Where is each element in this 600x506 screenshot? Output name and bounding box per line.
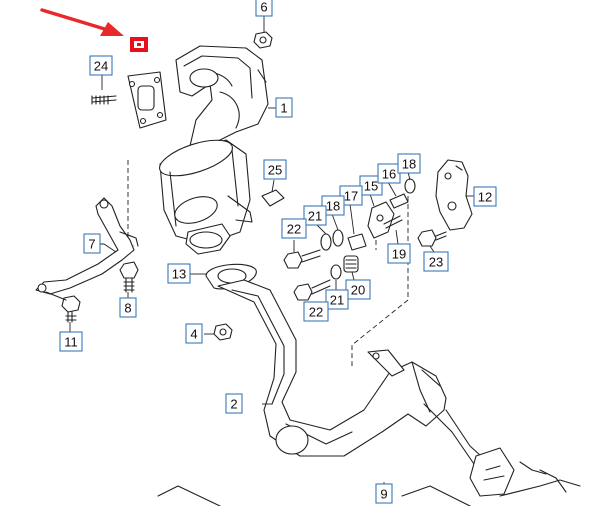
svg-text:22: 22 (287, 222, 301, 237)
callout-18-lower: 18 (321, 195, 345, 216)
callout-4: 4 (185, 323, 203, 344)
nut-4 (213, 323, 233, 341)
nut-6 (253, 31, 273, 49)
svg-text:15: 15 (364, 179, 378, 194)
svg-text:11: 11 (64, 335, 78, 350)
svg-text:9: 9 (380, 487, 387, 502)
callout-16: 16 (377, 163, 401, 184)
svg-text:2: 2 (230, 397, 237, 412)
svg-text:24: 24 (94, 59, 108, 74)
svg-text:8: 8 (124, 301, 131, 316)
callout-19: 19 (387, 243, 411, 264)
svg-text:21: 21 (308, 209, 322, 224)
svg-text:13: 13 (172, 267, 186, 282)
svg-text:4: 4 (190, 327, 197, 342)
callout-25: 25 (263, 159, 287, 180)
callout-22-upper: 22 (281, 218, 307, 239)
callout-17: 17 (339, 185, 363, 206)
front-exhaust-pipe (157, 279, 581, 506)
callout-7: 7 (83, 233, 101, 254)
callout-8: 8 (119, 297, 137, 318)
callout-21-upper: 21 (303, 205, 327, 226)
svg-text:18: 18 (326, 199, 340, 214)
bracket-12 (435, 159, 473, 231)
svg-text:22: 22 (309, 305, 323, 320)
svg-text:18: 18 (402, 157, 416, 172)
callout-20: 20 (345, 279, 371, 300)
svg-text:21: 21 (330, 293, 344, 308)
callout-9: 9 (375, 483, 393, 504)
svg-text:6: 6 (260, 0, 267, 15)
callout-11: 11 (59, 331, 83, 352)
callout-6: 6 (255, 0, 273, 17)
fittings-cluster (261, 178, 447, 301)
callout-22-lower: 22 (303, 301, 329, 322)
callout-23: 23 (423, 251, 449, 272)
svg-text:16: 16 (382, 167, 396, 182)
svg-text:23: 23 (429, 255, 443, 270)
bolt-8 (119, 261, 139, 293)
bracket-7 (35, 197, 139, 295)
svg-text:12: 12 (478, 190, 492, 205)
svg-text:7: 7 (88, 237, 95, 252)
gasket-24 (91, 71, 167, 129)
red-marker-icon (130, 37, 148, 52)
callout-18-upper: 18 (397, 153, 421, 174)
callout-24: 24 (89, 55, 113, 76)
svg-text:19: 19 (392, 247, 406, 262)
svg-text:17: 17 (344, 189, 358, 204)
red-arrow-icon (40, 8, 124, 36)
callout-12: 12 (473, 186, 497, 207)
exhaust-manifold (175, 45, 269, 151)
callout-13: 13 (167, 263, 191, 284)
callout-2: 2 (225, 393, 243, 414)
svg-text:1: 1 (280, 101, 287, 116)
bolt-11 (45, 291, 81, 323)
callout-15: 15 (359, 175, 383, 196)
svg-text:25: 25 (268, 163, 282, 178)
callout-21-lower: 21 (325, 289, 349, 310)
svg-text:20: 20 (351, 283, 365, 298)
callout-1: 1 (275, 97, 293, 118)
catalytic-converter (159, 139, 253, 255)
